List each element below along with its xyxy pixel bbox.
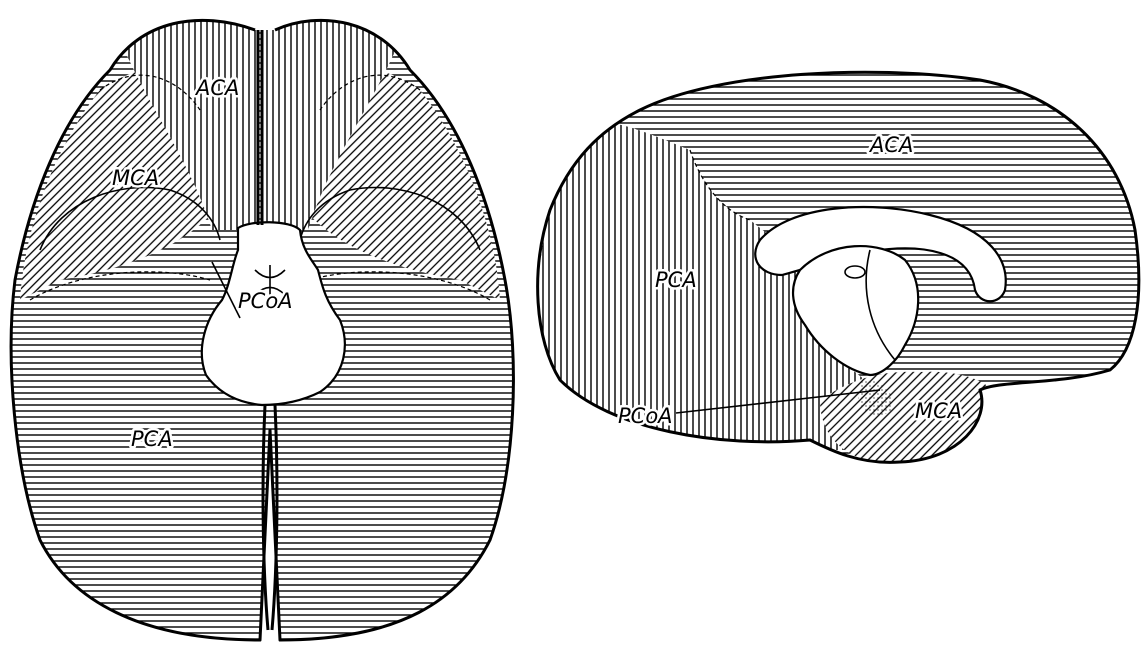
pca-label-medial: PCA: [655, 268, 697, 292]
mca-label-medial: MCA: [915, 399, 962, 423]
mca-label-inferior: MCA: [112, 166, 159, 190]
mca-territory-medial: [820, 372, 1000, 462]
pca-label-inferior: PCA: [131, 427, 173, 451]
inferior-brain-view: ACA MCA PCoA PCA: [0, 0, 530, 650]
pcoa-label-inferior: PCoA: [238, 289, 293, 313]
aca-label-medial: ACA: [868, 133, 913, 157]
medial-brain-view: ACA PCA PCoA MCA: [520, 60, 1141, 480]
pcoa-label-medial: PCoA: [618, 404, 673, 428]
aca-label-inferior: ACA: [194, 76, 239, 100]
